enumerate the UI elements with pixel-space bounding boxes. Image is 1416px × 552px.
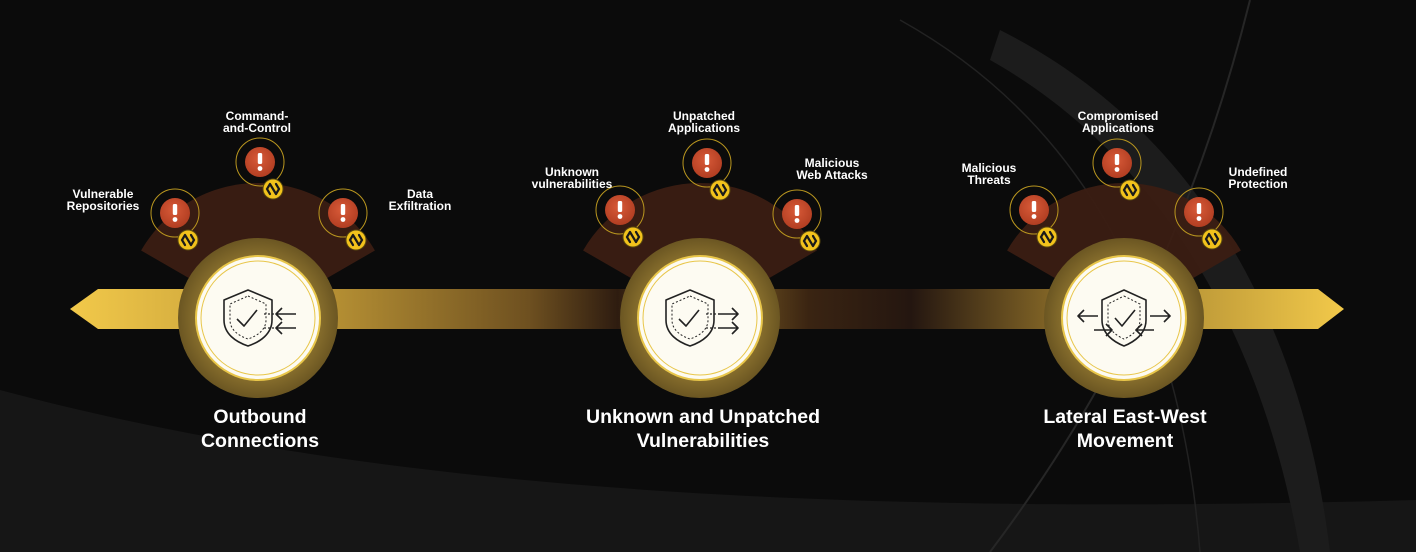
threat-label: Compromised Applications [1077,109,1159,135]
threat-alert-icon [682,138,732,201]
shield-right-arrows-icon [665,289,739,347]
threat-alert-icon [595,185,645,248]
stage-title: Unknown and Unpatched Vulnerabilities [586,406,820,452]
shield-lateral-arrows-icon [1077,289,1171,347]
badge-icon [1119,179,1141,201]
badge-icon [622,226,644,248]
threat-label: Malicious Web Attacks [796,156,868,182]
threat-arc [141,183,375,288]
badge-icon [709,179,731,201]
badge-icon [262,178,284,200]
threat-alert-icon [1092,138,1142,201]
background-arc [990,30,1330,552]
inner-circle [195,255,321,381]
threat-alert-icon [772,189,822,252]
threat-label: Unknown vulnerabilities [531,165,613,191]
stage-title: Outbound Connections [200,406,320,452]
threat-label: Vulnerable Repositories [66,187,140,213]
stage-title: Lateral East-West Movement [1043,406,1207,452]
badge-icon [799,230,821,252]
shield-outbound-arrows-icon [223,289,296,347]
inner-circle [637,255,763,381]
threat-label: Command- and-Control [223,109,291,135]
badge-icon [177,229,199,251]
badge-icon [345,229,367,251]
threat-label: Data Exfiltration [388,187,452,213]
threat-label: Unpatched Applications [667,109,741,135]
background-swoosh [0,390,1416,552]
badge-icon [1036,226,1058,248]
threat-alert-icon [1174,187,1224,250]
threat-label: Malicious Threats [961,161,1017,187]
threat-arc [583,182,817,288]
stage-node [141,137,375,398]
threat-alert-icon [235,137,285,200]
stage-node [1007,138,1241,398]
threat-alert-icon [150,188,200,251]
threat-label: Undefined Protection [1228,165,1288,191]
badge-icon [1201,228,1223,250]
stage-node [583,138,822,398]
inner-circle [1061,255,1187,381]
threat-arc [1007,182,1241,288]
threat-alert-icon [318,188,368,251]
threat-alert-icon [1009,185,1059,248]
